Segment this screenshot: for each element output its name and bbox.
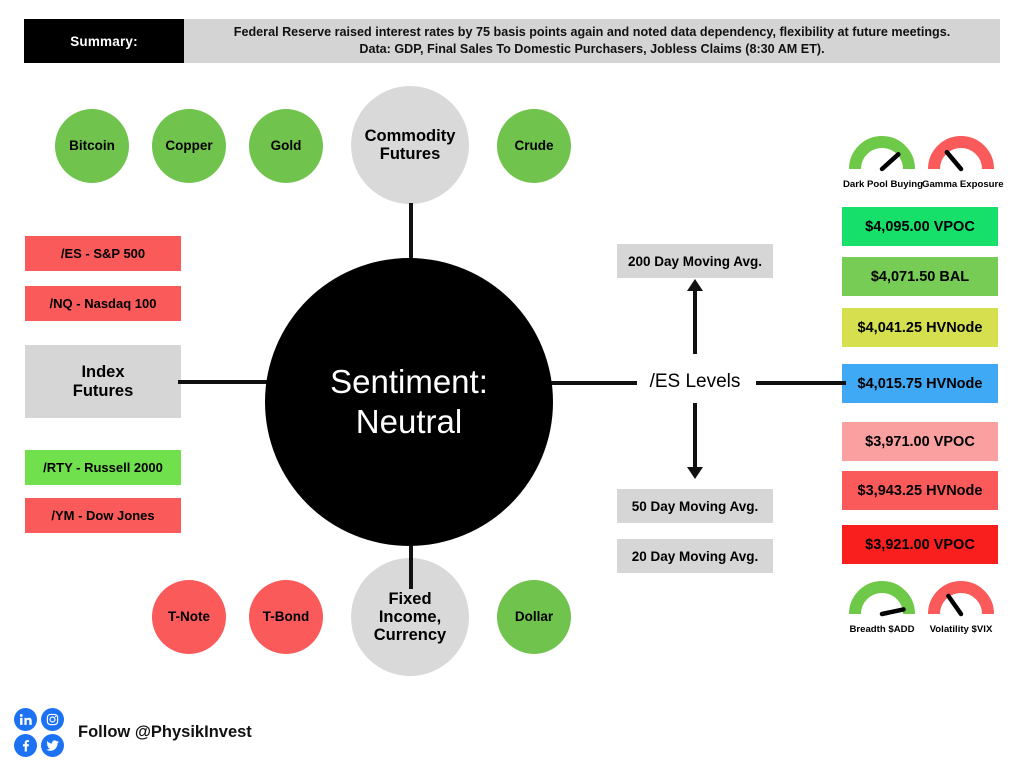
gauge-breadth-add[interactable]: Breadth $ADD [843,578,921,635]
ma-50-day-label: 50 Day Moving Avg. [631,498,759,514]
price-level-3[interactable]: $4,015.75 HVNode [842,364,998,403]
linkedin-icon[interactable] [14,708,37,731]
commodity-hub-line1: Commodity [364,126,456,145]
connector-center-to-eslevels [551,381,637,385]
connector-eslevels-to-ma50 [693,403,697,467]
social-links [14,708,64,757]
index-future-nq[interactable]: /NQ - Nasdaq 100 [25,286,181,321]
index-future-es[interactable]: /ES - S&P 500 [25,236,181,271]
fixedincome-tbond[interactable]: T-Bond [249,580,323,654]
es-levels-title-label: /ES Levels [649,370,741,392]
fixedincome-tnote-label: T-Note [168,608,210,624]
index-futures-hub-line2: Futures [72,381,134,400]
price-level-2-label: $4,041.25 HVNode [857,319,983,336]
connector-indexfutures-to-center [178,380,288,384]
price-level-5-label: $3,943.25 HVNode [857,482,983,499]
gauge-dark-pool-buying-icon [849,136,915,172]
ma-200-day-label: 200 Day Moving Avg. [627,253,763,269]
fixedincome-hub-line3: Currency [373,626,447,645]
gauge-volatility-vix[interactable]: Volatility $VIX [922,578,1000,635]
gauge-volatility-vix-icon [928,581,994,617]
index-future-nq-label: /NQ - Nasdaq 100 [49,296,157,311]
fixedincome-tbond-label: T-Bond [262,608,310,624]
ma-50-day[interactable]: 50 Day Moving Avg. [617,489,773,523]
sentiment-label-line1: Sentiment: [330,363,488,401]
commodity-bitcoin-label: Bitcoin [69,137,115,153]
summary-line-2: Data: GDP, Final Sales To Domestic Purch… [359,42,825,56]
connector-eslevels-to-ma200 [693,290,697,354]
connector-eslevels-to-pricebox [756,381,846,385]
follow-text: Follow @PhysikInvest [78,723,252,741]
price-level-0[interactable]: $4,095.00 VPOC [842,207,998,246]
index-future-ym[interactable]: /YM - Dow Jones [25,498,181,533]
gauge-volatility-vix-label: Volatility $VIX [929,624,993,635]
summary-bar: Summary: Federal Reserve raised interest… [24,19,1000,63]
ma-20-day[interactable]: 20 Day Moving Avg. [617,539,773,573]
index-future-rty[interactable]: /RTY - Russell 2000 [25,450,181,485]
summary-line-1: Federal Reserve raised interest rates by… [233,25,951,40]
index-futures-hub[interactable]: Index Futures [25,345,181,418]
fixedincome-hub-line1: Fixed [388,589,432,608]
fixedincome-dollar-label: Dollar [514,608,554,624]
summary-text: Federal Reserve raised interest rates by… [184,19,1000,63]
price-level-2[interactable]: $4,041.25 HVNode [842,308,998,347]
index-future-ym-label: /YM - Dow Jones [51,508,155,523]
index-future-rty-label: /RTY - Russell 2000 [43,460,163,475]
fixedincome-hub-line2: Income, [378,607,442,626]
gauge-gamma-exposure-icon [928,136,994,172]
commodity-copper[interactable]: Copper [152,109,226,183]
es-levels-title: /ES Levels [617,366,773,397]
commodity-crude[interactable]: Crude [497,109,571,183]
gauge-breadth-add-icon [849,581,915,617]
gauge-gamma-exposure[interactable]: Gamma Exposure [922,133,1004,190]
instagram-icon[interactable] [41,708,64,731]
sentiment-center-circle: Sentiment: Neutral [265,258,553,546]
connector-fixedincome-to-center [409,533,413,589]
price-level-5[interactable]: $3,943.25 HVNode [842,471,998,510]
index-futures-hub-line1: Index [81,362,125,381]
price-level-1[interactable]: $4,071.50 BAL [842,257,998,296]
ma-200-day[interactable]: 200 Day Moving Avg. [617,244,773,278]
price-level-1-label: $4,071.50 BAL [870,268,970,285]
price-level-4[interactable]: $3,971.00 VPOC [842,422,998,461]
summary-tag-label: Summary: [24,19,184,63]
arrow-up-icon [687,279,703,291]
fixedincome-dollar[interactable]: Dollar [497,580,571,654]
price-level-4-label: $3,971.00 VPOC [865,433,975,450]
index-future-es-label: /ES - S&P 500 [60,246,146,261]
commodity-gold-label: Gold [270,137,302,153]
price-level-6[interactable]: $3,921.00 VPOC [842,525,998,564]
sentiment-label-line2: Neutral [355,403,463,440]
gauge-dark-pool-buying-label: Dark Pool Buying [843,179,923,190]
gauge-dark-pool-buying[interactable]: Dark Pool Buying [843,133,923,190]
price-level-3-label: $4,015.75 HVNode [857,375,983,392]
ma-20-day-label: 20 Day Moving Avg. [631,548,759,564]
price-level-6-label: $3,921.00 VPOC [865,536,975,553]
commodity-copper-label: Copper [165,137,213,153]
fixedincome-tnote[interactable]: T-Note [152,580,226,654]
gauge-breadth-add-label: Breadth $ADD [849,624,915,635]
commodity-gold[interactable]: Gold [249,109,323,183]
commodity-futures-hub[interactable]: Commodity Futures [351,86,469,204]
facebook-icon[interactable] [14,734,37,757]
arrow-down-icon [687,467,703,479]
commodity-crude-label: Crude [514,137,554,153]
price-level-0-label: $4,095.00 VPOC [865,218,975,235]
gauge-gamma-exposure-label: Gamma Exposure [922,179,1004,190]
twitter-icon[interactable] [41,734,64,757]
commodity-bitcoin[interactable]: Bitcoin [55,109,129,183]
commodity-hub-line2: Futures [379,145,441,163]
connector-commodity-to-center [409,203,413,273]
